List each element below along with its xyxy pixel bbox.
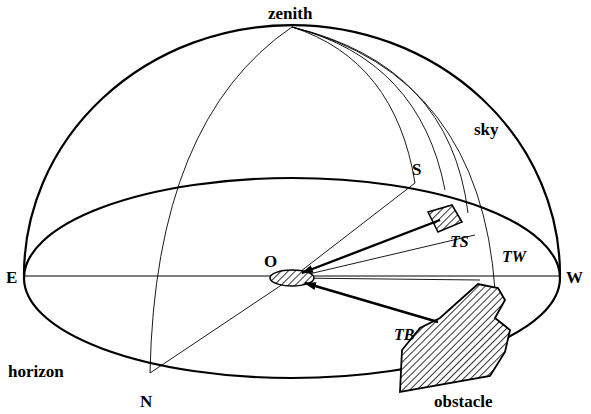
- origin-label: O: [262, 252, 279, 271]
- horizon-label: horizon: [6, 362, 66, 381]
- ray-label: TB: [392, 326, 416, 344]
- direction-label: W: [564, 268, 585, 287]
- ray-label: TS: [448, 233, 471, 251]
- ray-label: TW: [500, 248, 528, 266]
- direction-label: E: [4, 268, 19, 287]
- direction-label: S: [410, 160, 423, 179]
- zenith-label: zenith: [266, 4, 314, 23]
- obstacle-label: obstacle: [432, 392, 495, 411]
- sky-label: sky: [472, 120, 501, 139]
- direction-label: N: [138, 392, 154, 411]
